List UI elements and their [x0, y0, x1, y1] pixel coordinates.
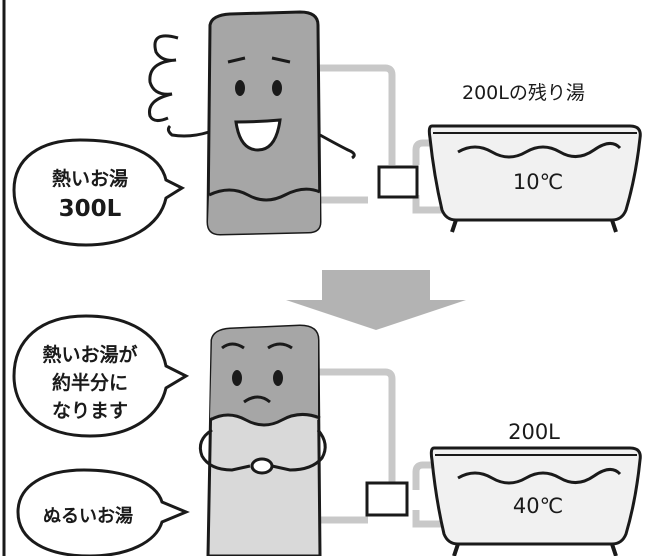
worried-eyebrow-left	[221, 342, 245, 350]
arm-left-top	[166, 124, 210, 138]
tub-bottom-caption: 200L	[508, 420, 560, 444]
eye-right	[272, 80, 282, 96]
arm-right-top	[319, 133, 356, 160]
pipe-bottom-to-tub	[412, 461, 452, 490]
tub-water-line-bottom	[457, 468, 622, 485]
bubble-top-volume: 300L	[58, 196, 122, 222]
pipe-top-upper	[318, 64, 396, 165]
steam-squiggle	[147, 34, 179, 123]
tub-water-line-top	[457, 142, 622, 159]
bubble-top-hot-water	[12, 138, 186, 247]
tank-bottom	[198, 324, 327, 556]
water-line-bottom	[209, 413, 321, 427]
pipe-top-to-tub-lower	[412, 195, 450, 214]
down-arrow	[286, 270, 466, 330]
tank-top	[147, 10, 356, 236]
bubble-lukewarm-text: ぬるいお湯	[43, 506, 133, 527]
hands	[250, 457, 274, 475]
bubble-bottom-hot-water	[12, 314, 190, 438]
bathtub-bottom	[429, 446, 642, 556]
eye-left-bottom	[232, 370, 242, 386]
arm-right-bottom	[271, 429, 327, 472]
mixing-box-top	[377, 165, 419, 199]
worried-eyebrow-right	[267, 342, 293, 350]
tub-top-caption: 200Lの残り湯	[462, 82, 585, 104]
bathtub-top	[427, 124, 642, 233]
worried-mouth	[243, 395, 271, 404]
pipe-top-to-tub	[412, 139, 460, 165]
mixing-box-bottom	[365, 481, 409, 517]
bubble-top-line1: 熱いお湯	[51, 168, 129, 190]
eye-right-bottom	[273, 370, 283, 386]
tub-top-temp: 10℃	[512, 170, 564, 194]
eye-left	[235, 80, 245, 96]
eyebrow-left	[227, 56, 246, 64]
eyebrow-right	[271, 56, 291, 64]
pipe-bottom-to-tub-lower	[412, 510, 446, 528]
tub-bottom-temp: 40℃	[512, 494, 564, 518]
bubble-bottom-line2: 約半分に	[51, 372, 129, 394]
water-line-top	[208, 187, 321, 202]
arm-left-bottom	[198, 428, 251, 472]
bubble-bottom-line3: なります	[51, 400, 129, 422]
smile-mouth	[234, 118, 282, 152]
pipe-bottom-upper	[318, 368, 396, 488]
bubble-bottom-line1: 熱いお湯が	[42, 344, 138, 366]
